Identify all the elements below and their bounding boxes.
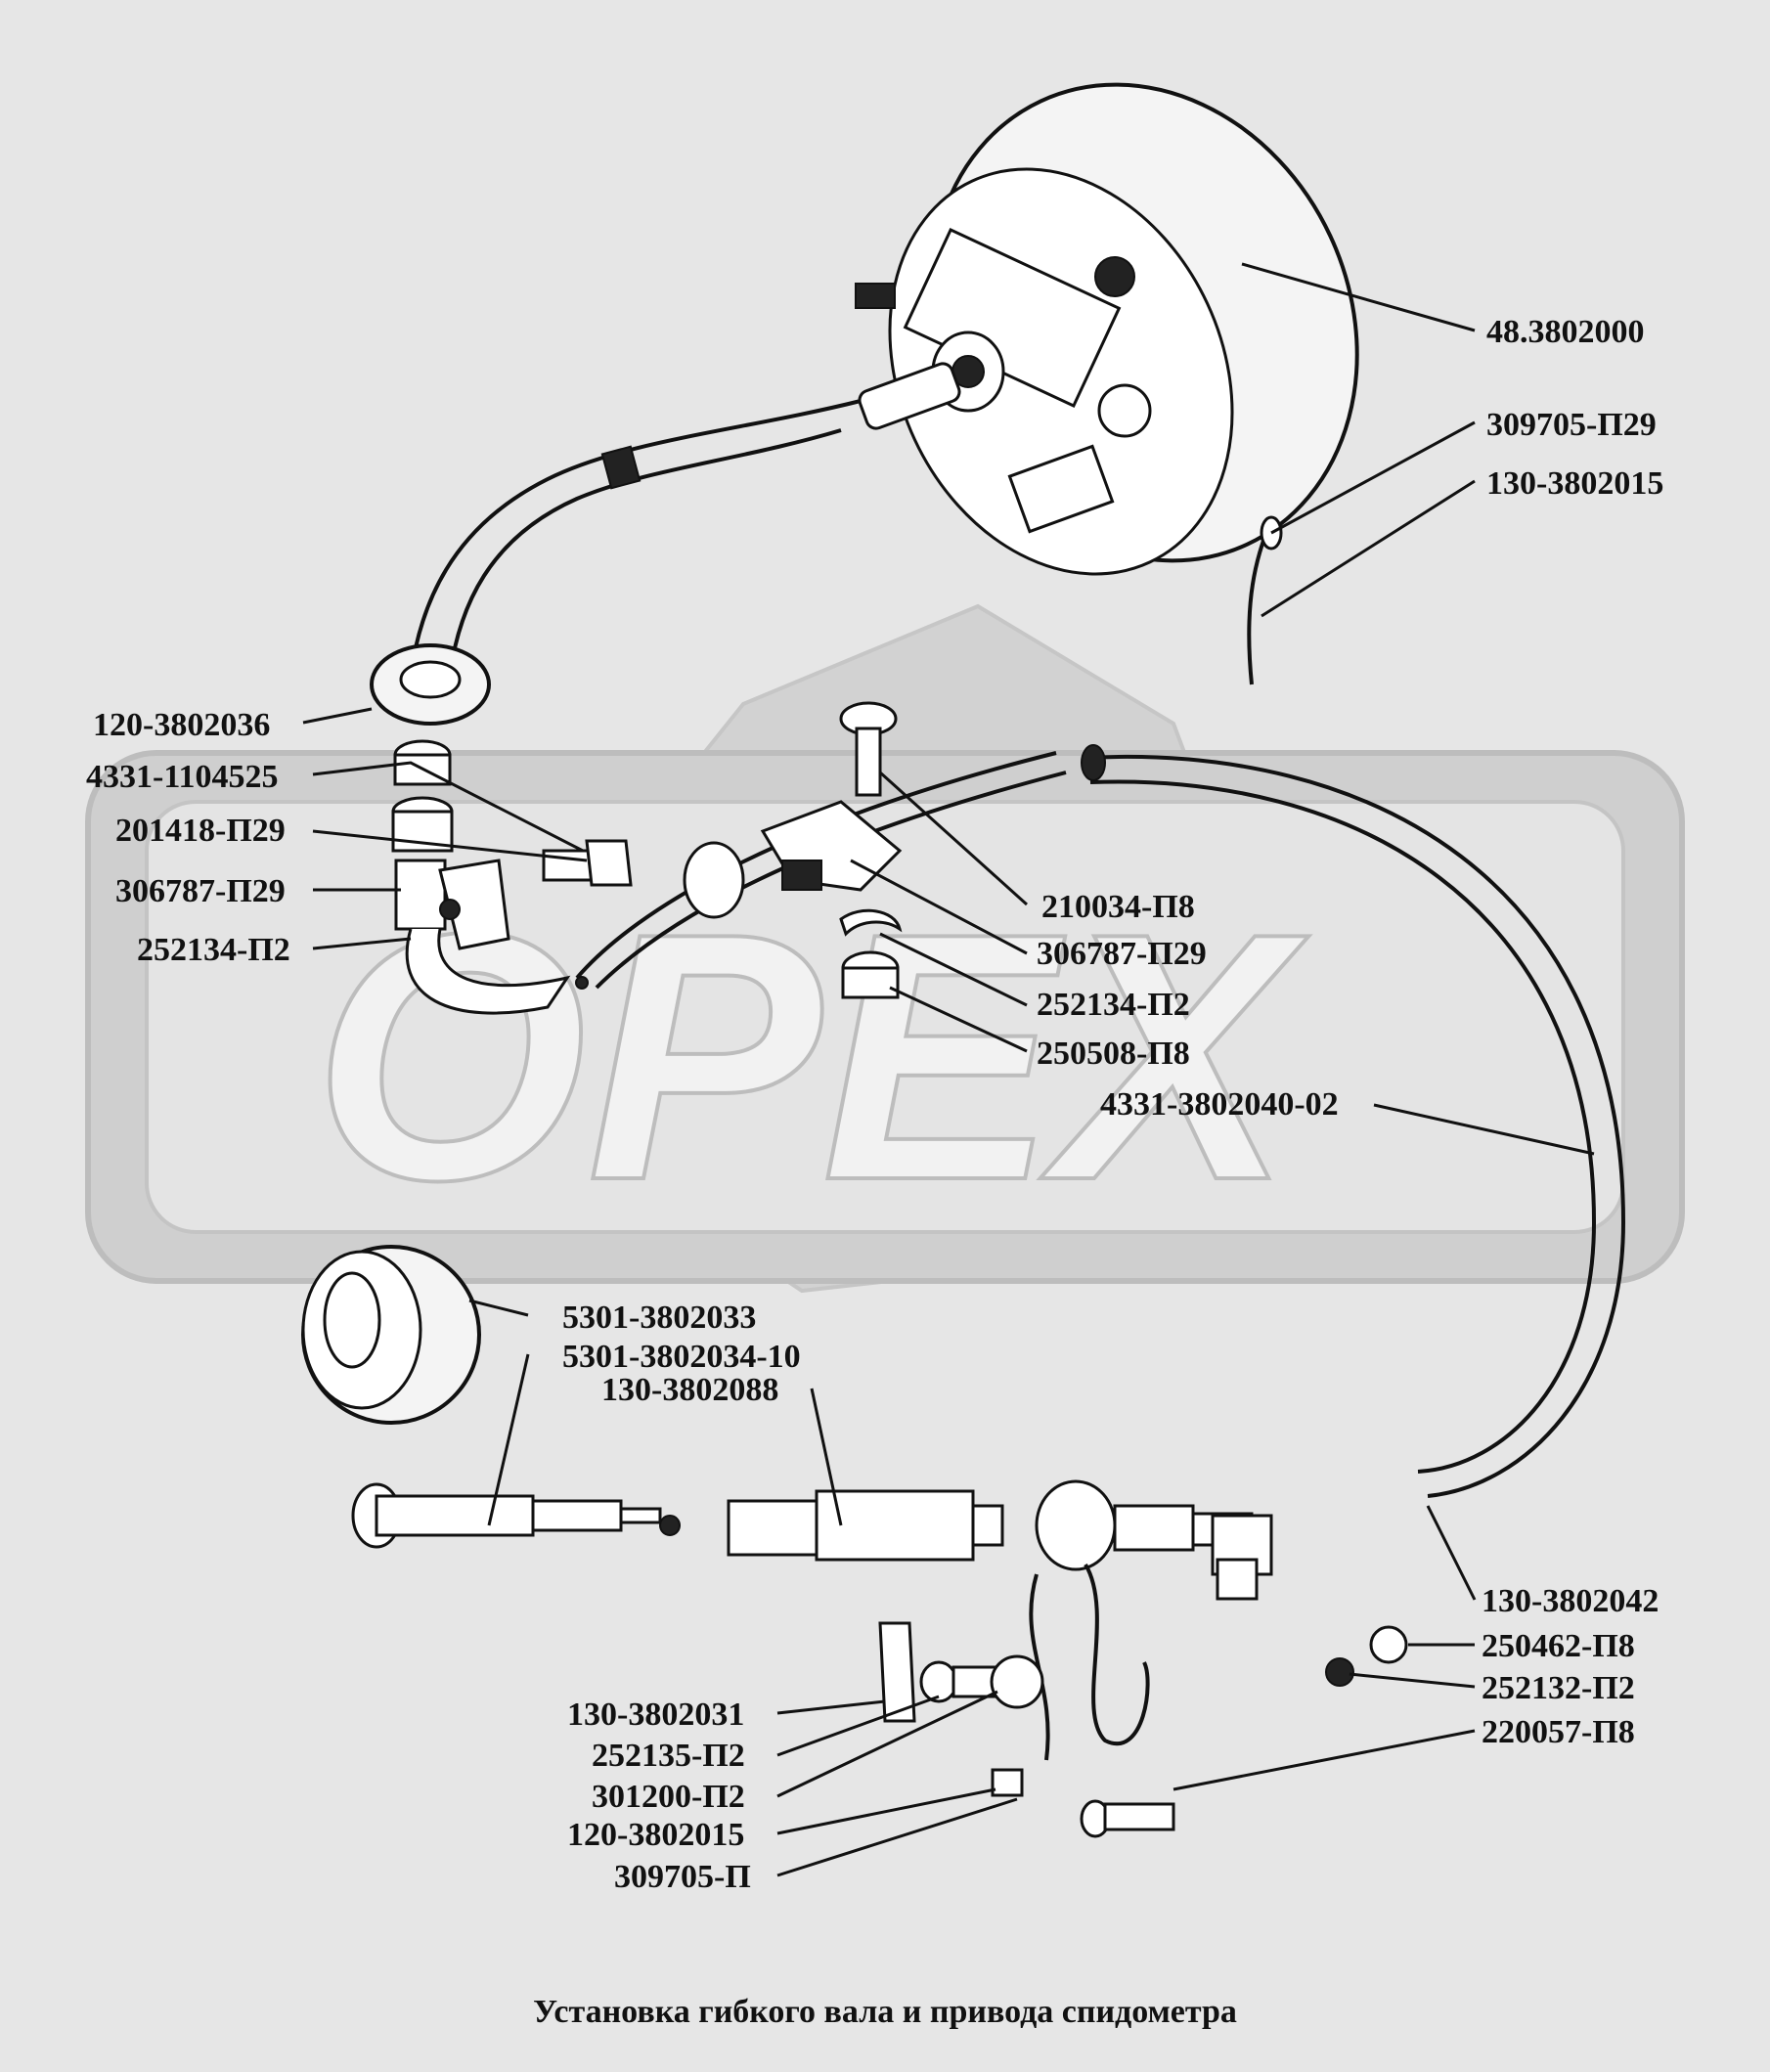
driven-gear-drawing	[351, 1482, 681, 1549]
label-4331-3802040-02: 4331-3802040-02	[1100, 1086, 1339, 1123]
label-250508-p8: 250508-П8	[1037, 1036, 1190, 1072]
housing-3802088-drawing	[727, 1489, 1004, 1562]
diagram-title: Установка гибкого вала и привода спидоме…	[533, 1994, 1237, 2030]
label-252134-p2-left: 252134-П2	[137, 932, 290, 968]
washer-250462-drawing	[1369, 1625, 1408, 1664]
label-120-3802015: 120-3802015	[567, 1817, 744, 1853]
label-220057-p8: 220057-П8	[1482, 1714, 1635, 1750]
lower-wire	[1029, 1573, 1050, 1761]
lower-wire-loop	[1084, 1563, 1150, 1745]
label-130-3802042: 130-3802042	[1482, 1583, 1659, 1619]
label-309705-p29: 309705-П29	[1486, 407, 1657, 443]
label-306787-p29-right: 306787-П29	[1037, 936, 1207, 972]
part-labels: 48.3802000 309705-П29 130-3802015 120-38…	[86, 314, 1663, 1895]
label-252132-p2: 252132-П2	[1482, 1670, 1635, 1706]
bolt-201418-drawing	[542, 839, 633, 887]
hook-tube	[405, 928, 571, 1015]
label-252135-p2: 252135-П2	[592, 1738, 745, 1774]
label-250462-p8: 250462-П8	[1482, 1628, 1635, 1664]
label-210034-p8: 210034-П8	[1041, 889, 1195, 925]
label-130-3802031: 130-3802031	[567, 1697, 744, 1733]
label-130-3802088: 130-3802088	[601, 1372, 778, 1408]
label-48-3802000: 48.3802000	[1486, 314, 1645, 350]
label-252134-p2-right: 252134-П2	[1037, 987, 1190, 1023]
label-201418-p29: 201418-П29	[115, 813, 286, 849]
label-301200-p2: 301200-П2	[592, 1779, 745, 1815]
label-130-3802015: 130-3802015	[1486, 465, 1663, 502]
washer-nut-drawing	[839, 908, 903, 999]
screw-210034-drawing	[839, 701, 898, 797]
label-120-3802036: 120-3802036	[93, 707, 270, 743]
upper-cable	[409, 399, 862, 676]
label-309705-p: 309705-П	[614, 1859, 751, 1895]
screw-220057-drawing	[1080, 1799, 1175, 1838]
leader-lines	[302, 262, 1595, 1877]
terminal-drawing	[991, 1768, 1024, 1797]
drive-assembly-drawing	[1035, 1479, 1273, 1601]
label-306787-p29-left: 306787-П29	[115, 873, 286, 909]
label-5301-3802034-10: 5301-3802034-10	[562, 1339, 801, 1375]
grommet-drawing	[370, 643, 491, 726]
speedometer-drawing	[855, 82, 1359, 576]
bushing-5301-drawing	[301, 1245, 481, 1425]
long-right-cable	[1081, 744, 1626, 1498]
bracket-3802031-drawing	[878, 1621, 1044, 1723]
lockwasher-252132-drawing	[1325, 1657, 1354, 1687]
label-4331-1104525: 4331-1104525	[86, 759, 278, 795]
label-5301-3802033: 5301-3802033	[562, 1300, 756, 1336]
